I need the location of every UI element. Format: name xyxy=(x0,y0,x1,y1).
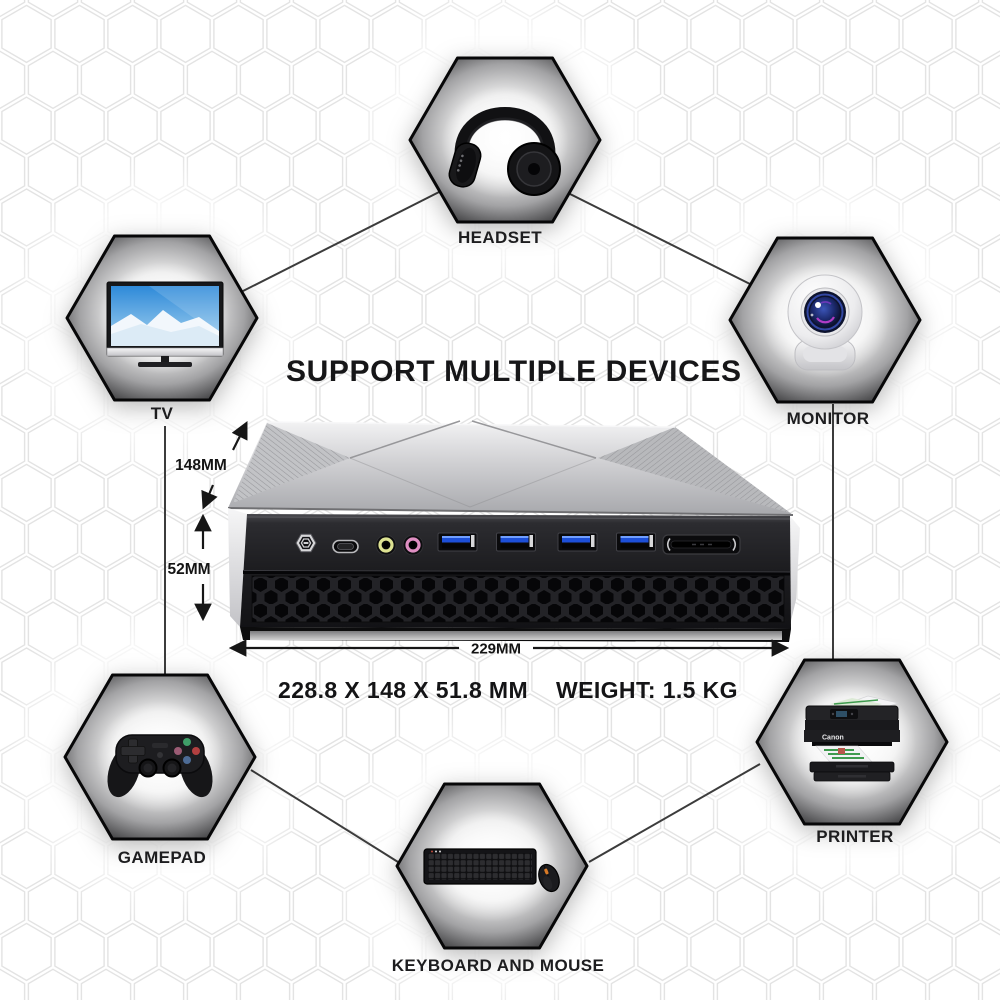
hexagon-gamepad xyxy=(63,673,257,841)
power-button xyxy=(295,533,317,553)
height-dimension: 52MM xyxy=(167,513,212,622)
usb-c-port xyxy=(332,539,359,554)
keyboard-mouse-label: KEYBOARD AND MOUSE xyxy=(391,956,605,975)
pc-reflection xyxy=(250,631,782,640)
height-label: 52MM xyxy=(167,561,210,578)
pc-ports xyxy=(295,532,741,556)
usb-port-2 xyxy=(496,532,536,552)
vent-grille xyxy=(251,575,785,623)
audio-jack-pink xyxy=(402,534,424,556)
depth-dimension: 148MM xyxy=(175,421,248,510)
hexagon-printer: Canon xyxy=(755,658,949,826)
width-dimension: 229MM xyxy=(228,639,790,658)
line-headset-monitor xyxy=(559,188,751,285)
printer-icon: Canon xyxy=(804,695,900,782)
tv-label: TV xyxy=(150,404,174,423)
line-tv-headset xyxy=(242,187,448,292)
headset-icon xyxy=(448,107,561,196)
monitor-label: MONITOR xyxy=(786,409,870,428)
printer-label: PRINTER xyxy=(816,827,894,846)
mini-pc-illustration: 148MM 52MM 229MM xyxy=(167,420,800,658)
keyboard-icon xyxy=(423,848,537,885)
line-printer-keyboard xyxy=(588,763,761,863)
pc-right-side xyxy=(789,516,800,629)
mouse-icon xyxy=(538,863,560,893)
audio-jack-green xyxy=(375,534,397,556)
usb-port-4 xyxy=(616,532,656,552)
depth-label: 148MM xyxy=(175,457,227,474)
pc-top-lid xyxy=(227,420,794,516)
tv-icon xyxy=(106,281,224,367)
printer-brand-text: Canon xyxy=(822,735,844,742)
card-reader-slot xyxy=(662,534,741,555)
usb-port-1 xyxy=(437,532,478,552)
weight-text: WEIGHT: 1.5 KG xyxy=(556,677,738,703)
hexagon-headset xyxy=(408,56,602,224)
hexagon-monitor xyxy=(728,236,922,404)
line-gamepad-keyboard xyxy=(250,769,399,863)
pc-left-side xyxy=(228,508,247,627)
headset-label: HEADSET xyxy=(457,228,543,247)
hexagon-tv xyxy=(65,234,259,402)
dpad xyxy=(120,738,146,764)
action-buttons xyxy=(174,738,200,764)
size-text: 228.8 X 148 X 51.8 MM xyxy=(278,677,529,703)
usb-port-3 xyxy=(557,532,598,552)
gamepad-icon xyxy=(107,734,213,798)
gamepad-label: GAMEPAD xyxy=(117,848,207,867)
page-title: SUPPORT MULTIPLE DEVICES xyxy=(286,355,742,388)
webcam-icon xyxy=(787,274,863,371)
width-label: 229MM xyxy=(471,641,521,658)
hexagon-keyboard-mouse xyxy=(395,782,589,950)
